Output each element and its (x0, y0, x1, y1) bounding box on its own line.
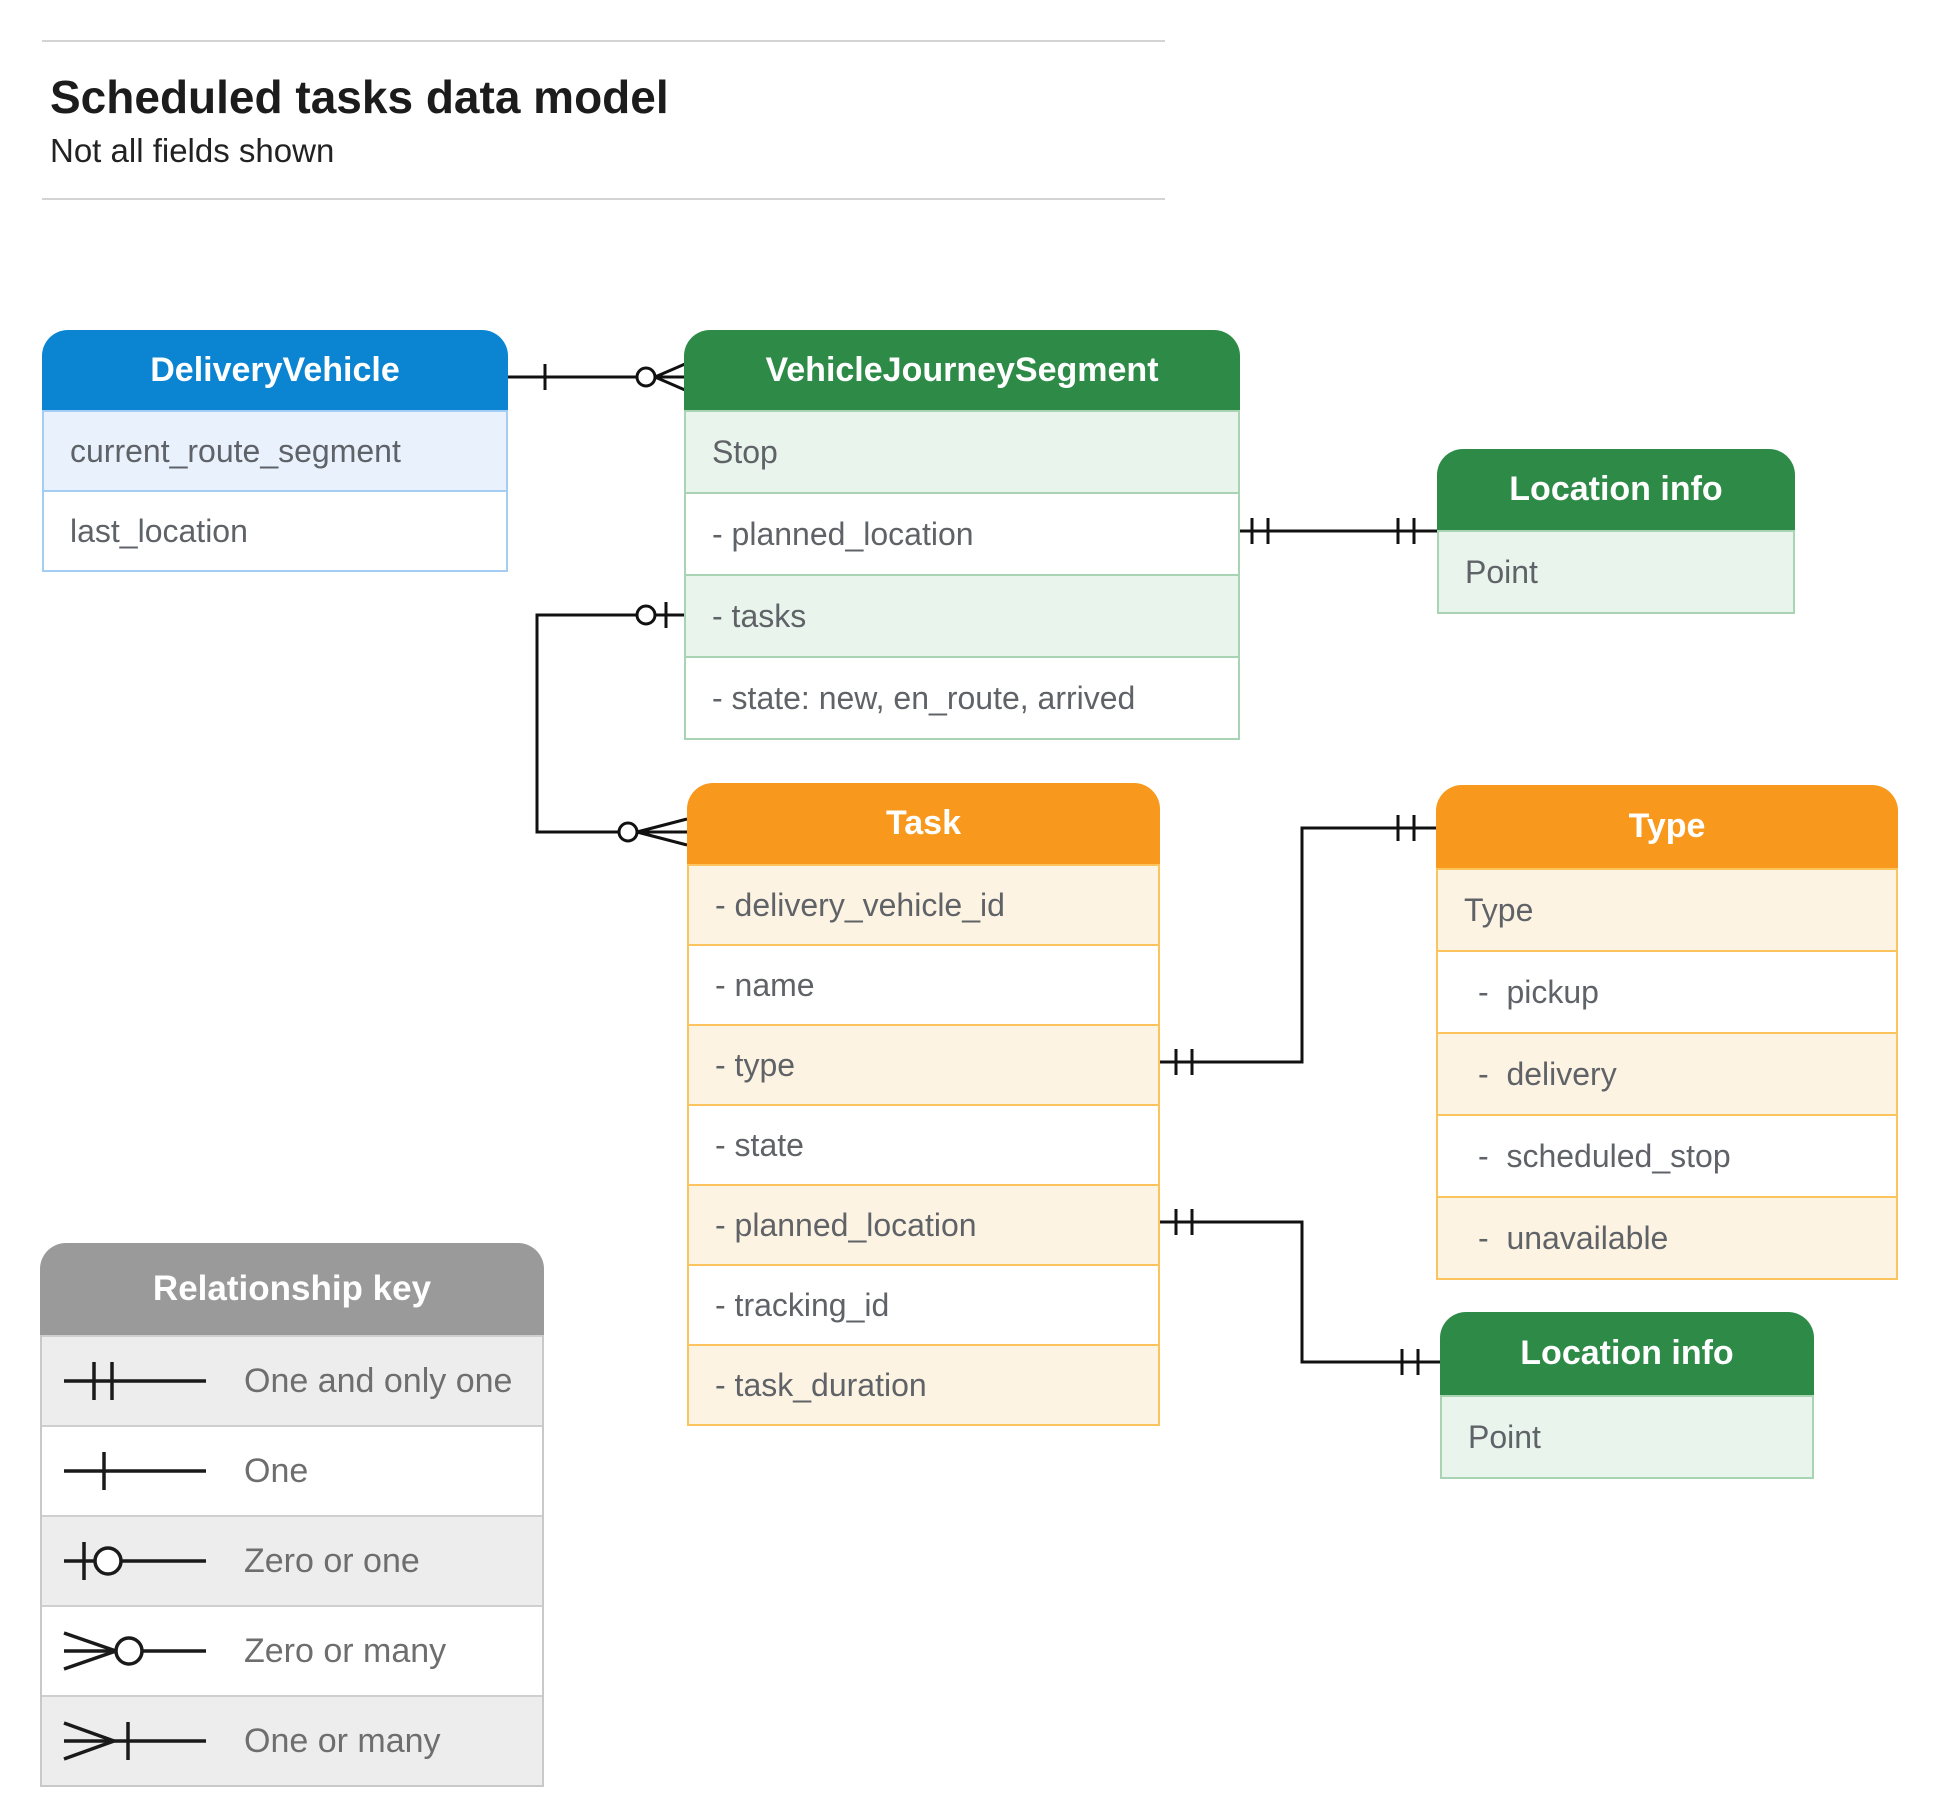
legend-item-one: One (42, 1425, 542, 1515)
legend-item-zero-or-many: Zero or many (42, 1605, 542, 1695)
entity-type: Type Type - pickup - delivery - schedule… (1436, 785, 1898, 1280)
field-tracking-id: - tracking_id (689, 1264, 1158, 1344)
entity-delivery-vehicle-title: DeliveryVehicle (42, 330, 508, 410)
field-planned-location: - planned_location (689, 1184, 1158, 1264)
entity-vehicle-journey-segment-title: VehicleJourneySegment (684, 330, 1240, 410)
field-name: - name (689, 944, 1158, 1024)
entity-location-info-top: Location info Point (1437, 449, 1795, 614)
field-current-route-segment: current_route_segment (44, 410, 506, 490)
legend-label: Zero or many (244, 1631, 447, 1670)
field-point: Point (1442, 1395, 1812, 1477)
page-title: Scheduled tasks data model (50, 71, 669, 123)
legend-label: One or many (244, 1721, 441, 1760)
field-type: - type (689, 1024, 1158, 1104)
legend-label: One and only one (244, 1361, 513, 1400)
field-delivery: - delivery (1438, 1032, 1896, 1114)
field-task-duration: - task_duration (689, 1344, 1158, 1424)
entity-task: Task - delivery_vehicle_id - name - type… (687, 783, 1160, 1426)
zero-or-one-icon (64, 1542, 206, 1580)
entity-type-title: Type (1436, 785, 1898, 868)
field-type-label: Type (1438, 868, 1896, 950)
field-pickup: - pickup (1438, 950, 1896, 1032)
legend-label: One (244, 1451, 309, 1490)
entity-vehicle-journey-segment: VehicleJourneySegment Stop - planned_loc… (684, 330, 1240, 740)
field-point: Point (1439, 530, 1793, 612)
title-bottom-divider (42, 198, 1165, 200)
field-unavailable: - unavailable (1438, 1196, 1896, 1278)
relationship-key: Relationship key One and only one (40, 1243, 544, 1787)
one-and-only-one-icon (64, 1362, 206, 1400)
field-planned-location: - planned_location (686, 492, 1238, 574)
field-scheduled-stop: - scheduled_stop (1438, 1114, 1896, 1196)
entity-task-title: Task (687, 783, 1160, 864)
field-last-location: last_location (44, 490, 506, 570)
entity-delivery-vehicle: DeliveryVehicle current_route_segment la… (42, 330, 508, 572)
legend-label: Zero or one (244, 1541, 420, 1580)
entity-location-info-top-title: Location info (1437, 449, 1795, 530)
legend-item-one-or-many: One or many (42, 1695, 542, 1785)
one-icon (64, 1452, 206, 1490)
field-stop: Stop (686, 410, 1238, 492)
entity-location-info-bottom-title: Location info (1440, 1312, 1814, 1395)
connector-plannedlocation-to-locationinfo-top (1240, 518, 1437, 544)
page-subtitle: Not all fields shown (50, 132, 335, 169)
zero-or-many-icon (63, 1631, 206, 1671)
entity-location-info-bottom: Location info Point (1440, 1312, 1814, 1479)
connector-deliveryvehicle-to-vehiclejourneysegment (508, 362, 686, 392)
field-delivery-vehicle-id: - delivery_vehicle_id (689, 864, 1158, 944)
top-divider (42, 40, 1165, 42)
connector-plannedlocation-to-locationinfo-bottom (1160, 1209, 1440, 1375)
one-or-many-icon (63, 1721, 206, 1761)
connector-type-to-type-enum (1160, 815, 1436, 1075)
relationship-key-title: Relationship key (40, 1243, 544, 1335)
field-state: - state (689, 1104, 1158, 1184)
legend-item-one-and-only-one: One and only one (42, 1335, 542, 1425)
field-state: - state: new, en_route, arrived (686, 656, 1238, 738)
field-tasks: - tasks (686, 574, 1238, 656)
legend-item-zero-or-one: Zero or one (42, 1515, 542, 1605)
connector-tasks-to-task (535, 602, 688, 847)
